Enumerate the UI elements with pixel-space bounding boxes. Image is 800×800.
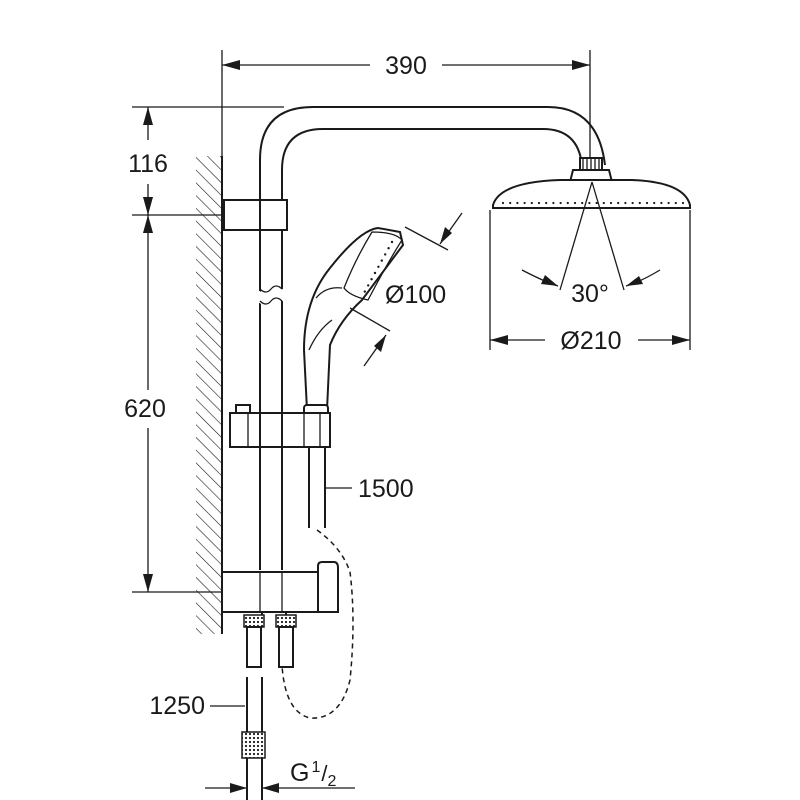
width-dimension: 390 <box>221 50 591 158</box>
hand-nozzle-dot <box>384 253 387 256</box>
bottom-pipe-dimension: 1250 <box>149 692 245 720</box>
hand-nozzle-dot <box>373 271 377 275</box>
nozzle-dot <box>566 201 569 205</box>
hand-shower <box>302 226 405 416</box>
spray-angle-indicator: 30° <box>521 181 661 308</box>
nozzle-dot <box>509 201 512 205</box>
inlet-connectors <box>243 612 297 668</box>
nozzle-dot <box>530 201 533 205</box>
nozzle-dot <box>674 201 677 205</box>
bottom-pipe <box>241 677 266 800</box>
diverter-unit <box>221 561 339 613</box>
nozzle-dot <box>617 201 620 205</box>
height-dimensions: 116 620 <box>124 106 284 593</box>
nozzle-dot <box>523 201 526 205</box>
width-label: 390 <box>385 52 427 80</box>
nozzle-dot <box>602 201 605 205</box>
hose-length-dimension: 1500 <box>326 475 414 503</box>
hand-nozzle-dot <box>387 247 390 250</box>
nozzle-dot <box>501 201 505 205</box>
head-shower <box>492 179 691 209</box>
spray-angle-label: 30° <box>571 280 609 308</box>
head-diameter-label: Ø210 <box>560 327 621 355</box>
upper-wall-bracket <box>223 199 288 231</box>
hose-length-label: 1500 <box>358 475 414 503</box>
nozzle-dot <box>660 201 663 205</box>
hand-nozzle-dot <box>367 284 370 287</box>
hose <box>281 447 354 719</box>
nozzle-dot <box>595 201 598 205</box>
nozzle-dot <box>545 201 548 205</box>
nozzle-dot <box>667 201 670 205</box>
nozzle-dot <box>516 201 519 205</box>
nozzle-dot <box>609 201 613 205</box>
nozzle-dot <box>573 201 577 205</box>
nozzle-dot <box>638 201 641 205</box>
hand-nozzle-dot <box>363 290 366 293</box>
nozzle-dot <box>588 201 591 205</box>
hand-nozzle-dot <box>370 278 373 281</box>
head-diameter-dimension: Ø210 <box>489 210 691 355</box>
top-offset-label: 116 <box>128 150 168 178</box>
hand-nozzle-dot <box>380 259 383 262</box>
rail-height-label: 620 <box>124 395 166 423</box>
nozzle-dot <box>537 201 541 205</box>
nozzle-dot <box>681 201 685 205</box>
nozzle-dot <box>631 201 634 205</box>
nozzle-dot <box>581 201 584 205</box>
hand-shower-diameter-dimension: Ø100 <box>349 212 463 367</box>
nozzle-dot <box>624 201 627 205</box>
hand-nozzle-dot <box>390 240 394 244</box>
nozzle-dot <box>645 201 649 205</box>
nozzle-dot <box>559 201 562 205</box>
wall <box>196 156 223 634</box>
hand-shower-diameter-label: Ø100 <box>385 281 446 309</box>
riser-pipe <box>258 106 606 570</box>
head-shower-connector <box>568 157 614 183</box>
hand-shower-holder <box>229 404 331 448</box>
nozzle-dot <box>552 201 555 205</box>
nozzle-dot <box>653 201 656 205</box>
bottom-pipe-length-label: 1250 <box>149 692 205 720</box>
hand-nozzle-dot <box>377 265 380 268</box>
